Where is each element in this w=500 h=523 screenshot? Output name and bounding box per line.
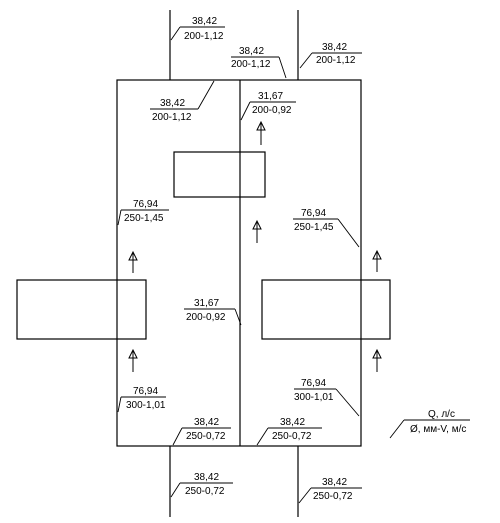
spec-label: 250-1,45	[294, 222, 334, 233]
spec-label: 250-0,72	[186, 431, 226, 442]
arrow-up-icon	[256, 120, 266, 145]
spec-label: 300-1,01	[126, 400, 166, 411]
flow-label: 76,94	[301, 378, 326, 389]
flow-label: 38,42	[322, 42, 347, 53]
spec-label: 250-0,72	[185, 486, 225, 497]
flow-label: 38,42	[194, 417, 219, 428]
spec-label: 200-1,12	[184, 31, 224, 42]
arrow-up-icon	[252, 219, 262, 243]
spec-label: 200-0,92	[252, 105, 292, 116]
leaders	[117, 26, 470, 504]
unit-center	[173, 151, 266, 198]
flow-label: 38,42	[160, 98, 185, 109]
flow-label: 76,94	[301, 208, 326, 219]
spec-label: 300-1,01	[294, 392, 334, 403]
arrow-up-icon	[372, 348, 382, 372]
flow-label: 38,42	[322, 477, 347, 488]
legend: Q, л/с Ø, мм-V, м/с	[410, 409, 466, 435]
flow-label: 31,67	[258, 91, 283, 102]
legend-flow: Q, л/с	[428, 409, 455, 420]
arrow-up-icon	[128, 348, 138, 372]
spec-label: 250-1,45	[124, 213, 164, 224]
flow-label: 38,42	[194, 472, 219, 483]
flow-arrows	[128, 120, 382, 372]
spec-label: 250-0,72	[272, 431, 312, 442]
spec-label: 200-1,12	[316, 55, 356, 66]
unit-right	[261, 279, 391, 340]
flow-label: 38,42	[239, 46, 264, 57]
arrow-up-icon	[372, 249, 382, 272]
spec-label: 200-1,12	[152, 112, 192, 123]
flow-label: 76,94	[133, 199, 158, 210]
flow-label: 76,94	[133, 386, 158, 397]
spec-label: 200-0,92	[186, 312, 226, 323]
segment-labels: 38,42 200-1,12 38,42 200-1,12 38,42 200-…	[124, 16, 356, 502]
flow-label: 31,67	[194, 298, 219, 309]
arrow-up-icon	[128, 250, 138, 273]
flow-label: 38,42	[280, 417, 305, 428]
spec-label: 250-0,72	[313, 491, 353, 502]
legend-spec: Ø, мм-V, м/с	[410, 424, 466, 435]
unit-left	[16, 279, 147, 340]
flow-label: 38,42	[192, 16, 217, 27]
building-outline	[116, 79, 362, 447]
spec-label: 200-1,12	[231, 59, 271, 70]
